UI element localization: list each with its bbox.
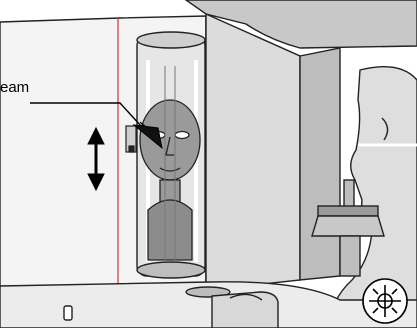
height-slider	[126, 126, 136, 152]
beam-label: eam	[0, 79, 29, 97]
light-beam-positioning-icon	[363, 279, 407, 323]
